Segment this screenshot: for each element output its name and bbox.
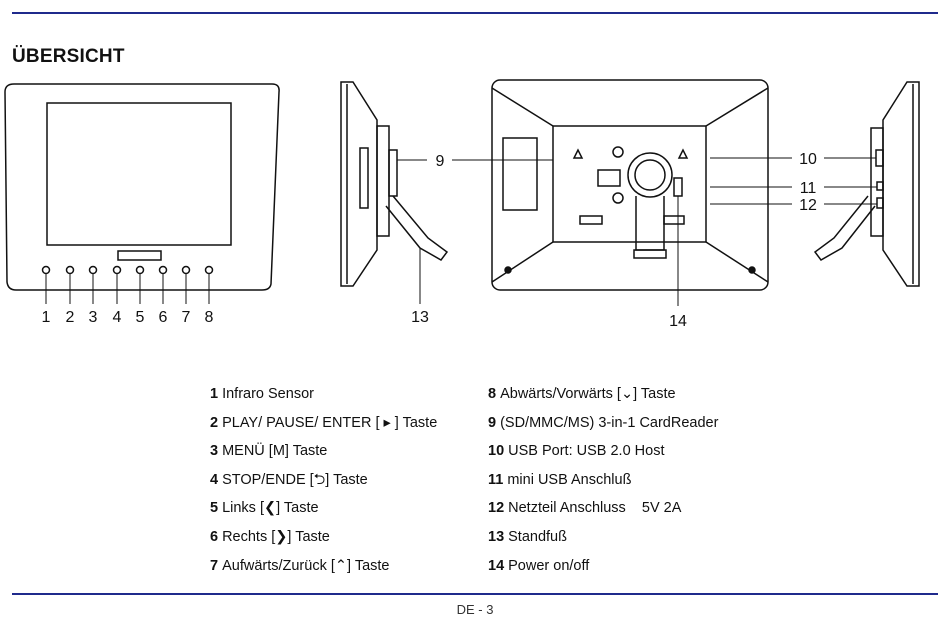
callout-13: 13	[411, 309, 429, 326]
legend-item: 9(SD/MMC/MS) 3-in-1 CardReader	[488, 414, 719, 431]
right-leader-lines	[710, 157, 877, 205]
front-label-6: 6	[159, 309, 168, 326]
callout-14: 14	[669, 313, 687, 330]
device-illustration: 1 2 3 4 5 6 7 8 9 13	[4, 79, 920, 330]
front-view	[4, 83, 280, 291]
front-label-7: 7	[182, 309, 191, 326]
front-number-labels: 1 2 3 4 5 6 7 8	[42, 309, 214, 326]
bottom-rule	[12, 593, 938, 595]
page-number: DE - 3	[456, 602, 494, 617]
top-rule	[12, 12, 938, 14]
right-side-view	[813, 81, 920, 287]
callout-9: 9	[436, 153, 445, 170]
page-title: ÜBERSICHT	[12, 46, 125, 67]
front-leader-lines	[45, 274, 210, 304]
back-view	[491, 79, 769, 291]
front-label-2: 2	[66, 309, 75, 326]
front-label-5: 5	[136, 309, 145, 326]
callout-10: 10	[799, 151, 817, 168]
callout-11: 11	[800, 180, 817, 197]
front-label-3: 3	[89, 309, 98, 326]
callout-12: 12	[799, 197, 817, 214]
front-label-1: 1	[42, 309, 51, 326]
front-label-8: 8	[205, 309, 214, 326]
left-side-view	[340, 81, 449, 287]
front-label-4: 4	[113, 309, 122, 326]
